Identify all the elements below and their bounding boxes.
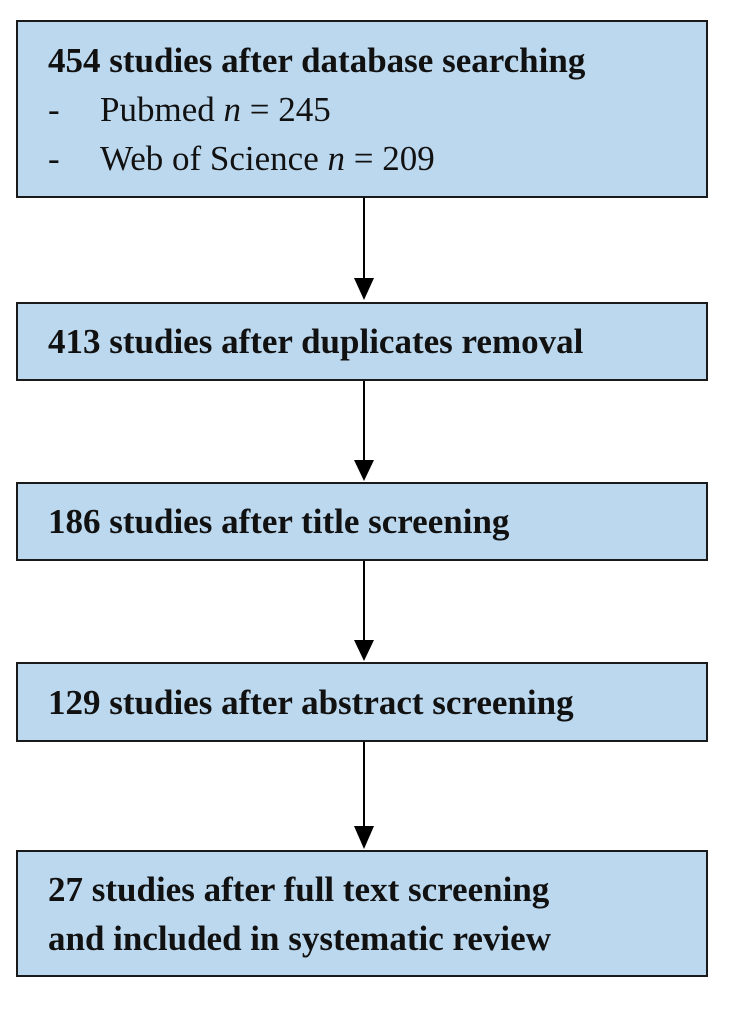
arrow-3 xyxy=(354,561,374,661)
label-database-search: studies after database searching xyxy=(109,41,586,80)
source-pubmed-n: n xyxy=(223,90,241,129)
box-database-search-title: 454 studies after database searching xyxy=(48,36,696,85)
label-full-text-screening: studies after full text screening xyxy=(91,869,550,909)
box-full-text-screening: 27 studies after full text screening and… xyxy=(16,850,708,977)
box-title-screening: 186 studies after title screening xyxy=(16,482,708,561)
source-pubmed-label: Pubmed xyxy=(100,90,215,129)
source-web-of-science: - Web of Science n = 209 xyxy=(48,134,696,183)
arrow-2 xyxy=(354,381,374,481)
box-duplicates-removal: 413 studies after duplicates removal xyxy=(16,302,708,381)
source-wos-label: Web of Science xyxy=(100,139,319,178)
count-title-screening: 186 xyxy=(48,502,101,541)
box-duplicates-title: 413 studies after duplicates removal xyxy=(48,317,696,366)
label-abstract-screening: studies after abstract screening xyxy=(109,682,574,722)
source-pubmed: - Pubmed n = 245 xyxy=(48,85,696,134)
source-wos-value: = 209 xyxy=(353,139,435,178)
box-database-search: 454 studies after database searching - Pu… xyxy=(16,20,708,198)
box-abstract-screening: 129 studies after abstract screening xyxy=(16,662,708,742)
box-full-text-title: 27 studies after full text screening xyxy=(48,865,696,914)
count-database-search: 454 xyxy=(48,41,101,80)
dash-pubmed: - xyxy=(48,90,60,129)
box-abstract-screening-title: 129 studies after abstract screening xyxy=(48,678,696,727)
count-duplicates-removal: 413 xyxy=(48,322,101,361)
count-abstract-screening: 129 xyxy=(48,682,101,722)
count-full-text-screening: 27 xyxy=(48,869,83,909)
source-wos-n: n xyxy=(327,139,346,178)
arrow-1 xyxy=(354,198,374,300)
box-title-screening-title: 186 studies after title screening xyxy=(48,497,696,546)
dash-web-of-science: - xyxy=(48,139,60,178)
label-included-review: and included in systematic review xyxy=(48,918,551,958)
label-duplicates-removal: studies after duplicates removal xyxy=(109,322,584,361)
label-title-screening: studies after title screening xyxy=(109,502,510,541)
arrow-4 xyxy=(354,742,374,849)
source-pubmed-value: = 245 xyxy=(249,90,331,129)
